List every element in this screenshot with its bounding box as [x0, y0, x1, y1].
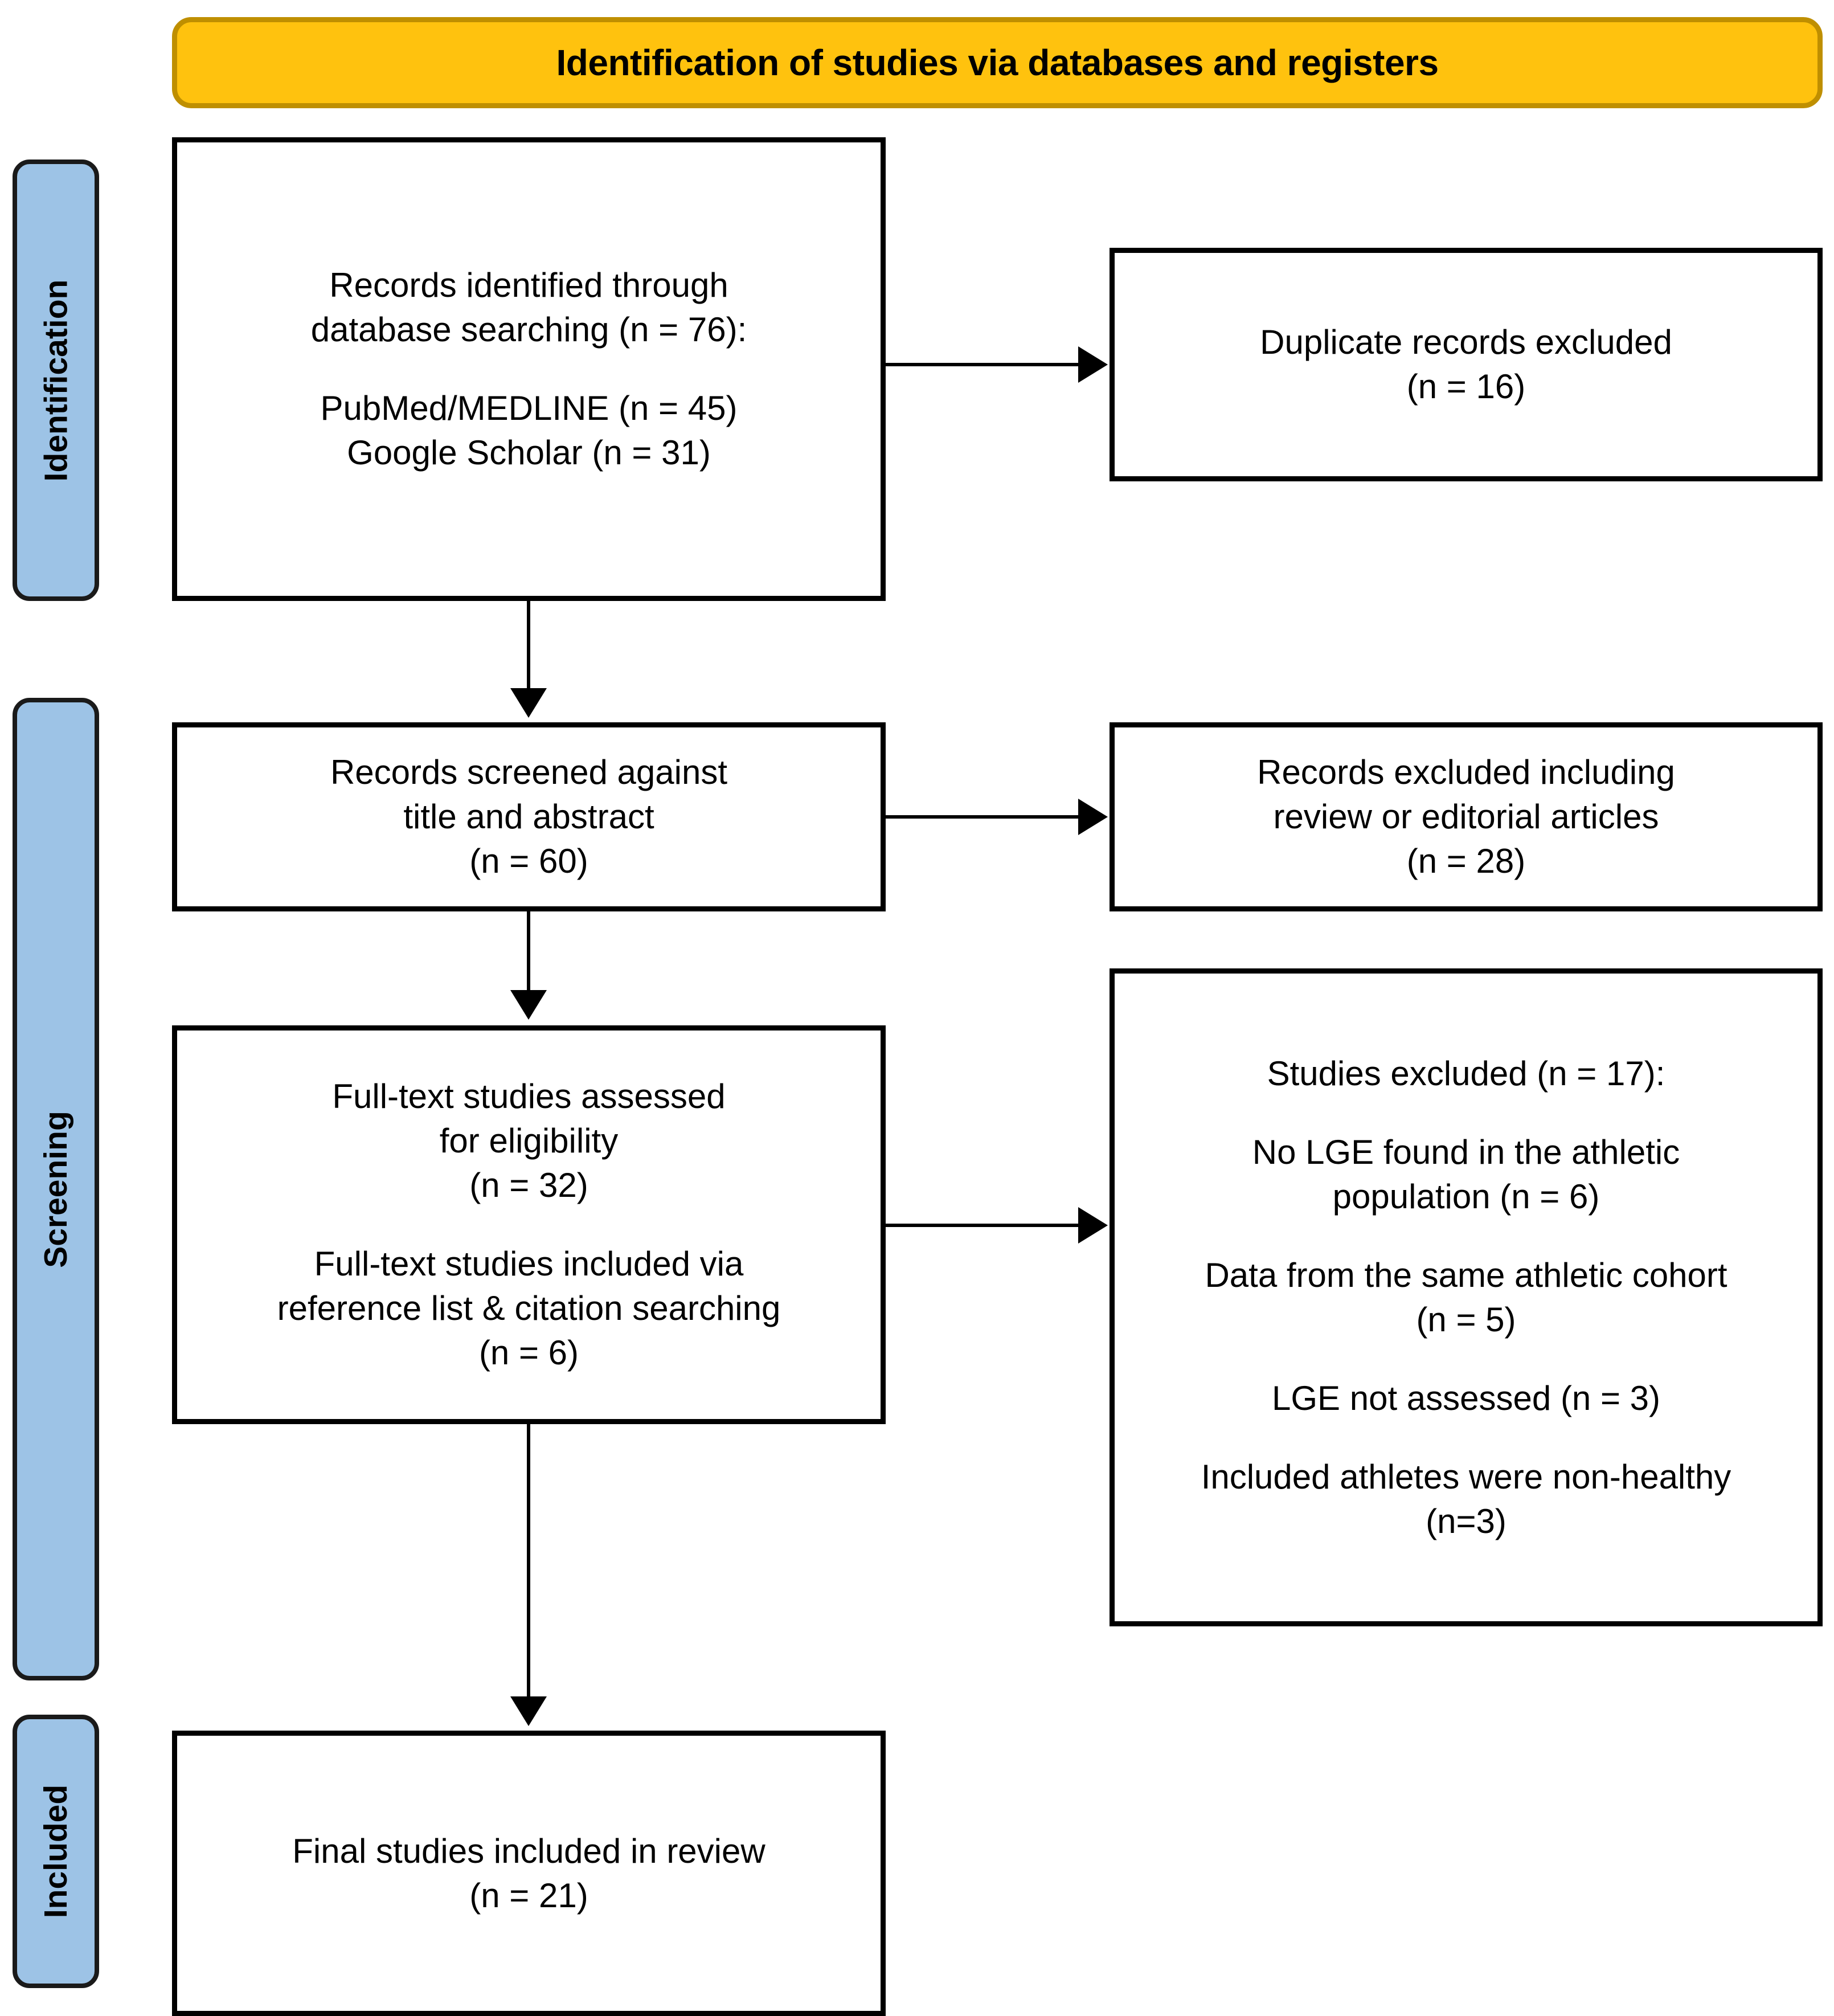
box-line: (n = 28) [1406, 842, 1526, 880]
box-line: reference list & citation searching [277, 1289, 781, 1327]
box-line: Final studies included in review [292, 1831, 765, 1870]
box-line: (n = 16) [1406, 367, 1526, 406]
arrow-right-icon [1078, 1207, 1108, 1244]
box-line: title and abstract [403, 798, 654, 836]
arrow-down-icon [510, 1696, 547, 1726]
box-line: for eligibility [439, 1122, 619, 1160]
box-line: population (n = 6) [1332, 1177, 1600, 1216]
box-line: Full-text studies assessed [332, 1077, 726, 1115]
box-line: No LGE found in the athletic [1252, 1132, 1680, 1171]
box-line: Google Scholar (n = 31) [347, 434, 711, 472]
box-line: review or editorial articles [1273, 798, 1659, 836]
stage-tab-included: Included [13, 1715, 99, 1988]
stage-tab-identification: Identification [13, 160, 99, 601]
box-line: PubMed/MEDLINE (n = 45) [320, 389, 738, 427]
box-line: LGE not assessed (n = 3) [1271, 1379, 1661, 1417]
connector-identified-to-duplicates [886, 363, 1082, 366]
box-line: database searching (n = 76): [310, 310, 747, 349]
connector-fulltext-to-excluded-studies [886, 1224, 1082, 1227]
arrow-right-icon [1078, 346, 1108, 383]
box-line: Data from the same athletic cohort [1205, 1256, 1727, 1294]
box-records-identified: Records identified through database sear… [172, 137, 886, 601]
diagram-header-banner: Identification of studies via databases … [172, 17, 1823, 108]
connector-identified-to-screened [527, 601, 530, 694]
box-line: Included athletes were non-healthy [1201, 1457, 1731, 1496]
box-line: Records screened against [330, 753, 728, 791]
box-line: Duplicate records excluded [1260, 323, 1672, 361]
box-line: (n = 21) [469, 1876, 588, 1915]
box-records-screened: Records screened against title and abstr… [172, 722, 886, 911]
diagram-title: Identification of studies via databases … [556, 42, 1439, 83]
box-line: Records excluded including [1257, 753, 1675, 791]
box-studies-excluded: Studies excluded (n = 17): No LGE found … [1110, 968, 1823, 1626]
box-final-studies-included: Final studies included in review (n = 21… [172, 1731, 886, 2016]
box-duplicate-records-excluded: Duplicate records excluded (n = 16) [1110, 248, 1823, 481]
box-line: (n = 5) [1416, 1300, 1516, 1339]
box-line: Studies excluded (n = 17): [1267, 1054, 1665, 1093]
stage-tab-identification-label: Identification [38, 279, 75, 481]
stage-tab-included-label: Included [38, 1784, 75, 1919]
box-records-excluded: Records excluded including review or edi… [1110, 722, 1823, 911]
connector-screened-to-fulltext [527, 911, 530, 996]
connector-screened-to-excluded-records [886, 815, 1082, 819]
box-line: Records identified through [329, 266, 728, 304]
box-line: Full-text studies included via [314, 1245, 744, 1283]
arrow-down-icon [510, 990, 547, 1020]
stage-tab-screening-label: Screening [38, 1110, 74, 1268]
arrow-down-icon [510, 688, 547, 718]
stage-tab-screening: Screening [13, 698, 99, 1680]
box-line: (n=3) [1426, 1502, 1506, 1540]
box-line: (n = 6) [478, 1334, 579, 1372]
connector-fulltext-to-final [527, 1424, 530, 1702]
box-fulltext-studies: Full-text studies assessed for eligibili… [172, 1025, 886, 1424]
box-line: (n = 60) [469, 842, 588, 880]
box-line: (n = 32) [469, 1166, 588, 1204]
arrow-right-icon [1078, 799, 1108, 835]
